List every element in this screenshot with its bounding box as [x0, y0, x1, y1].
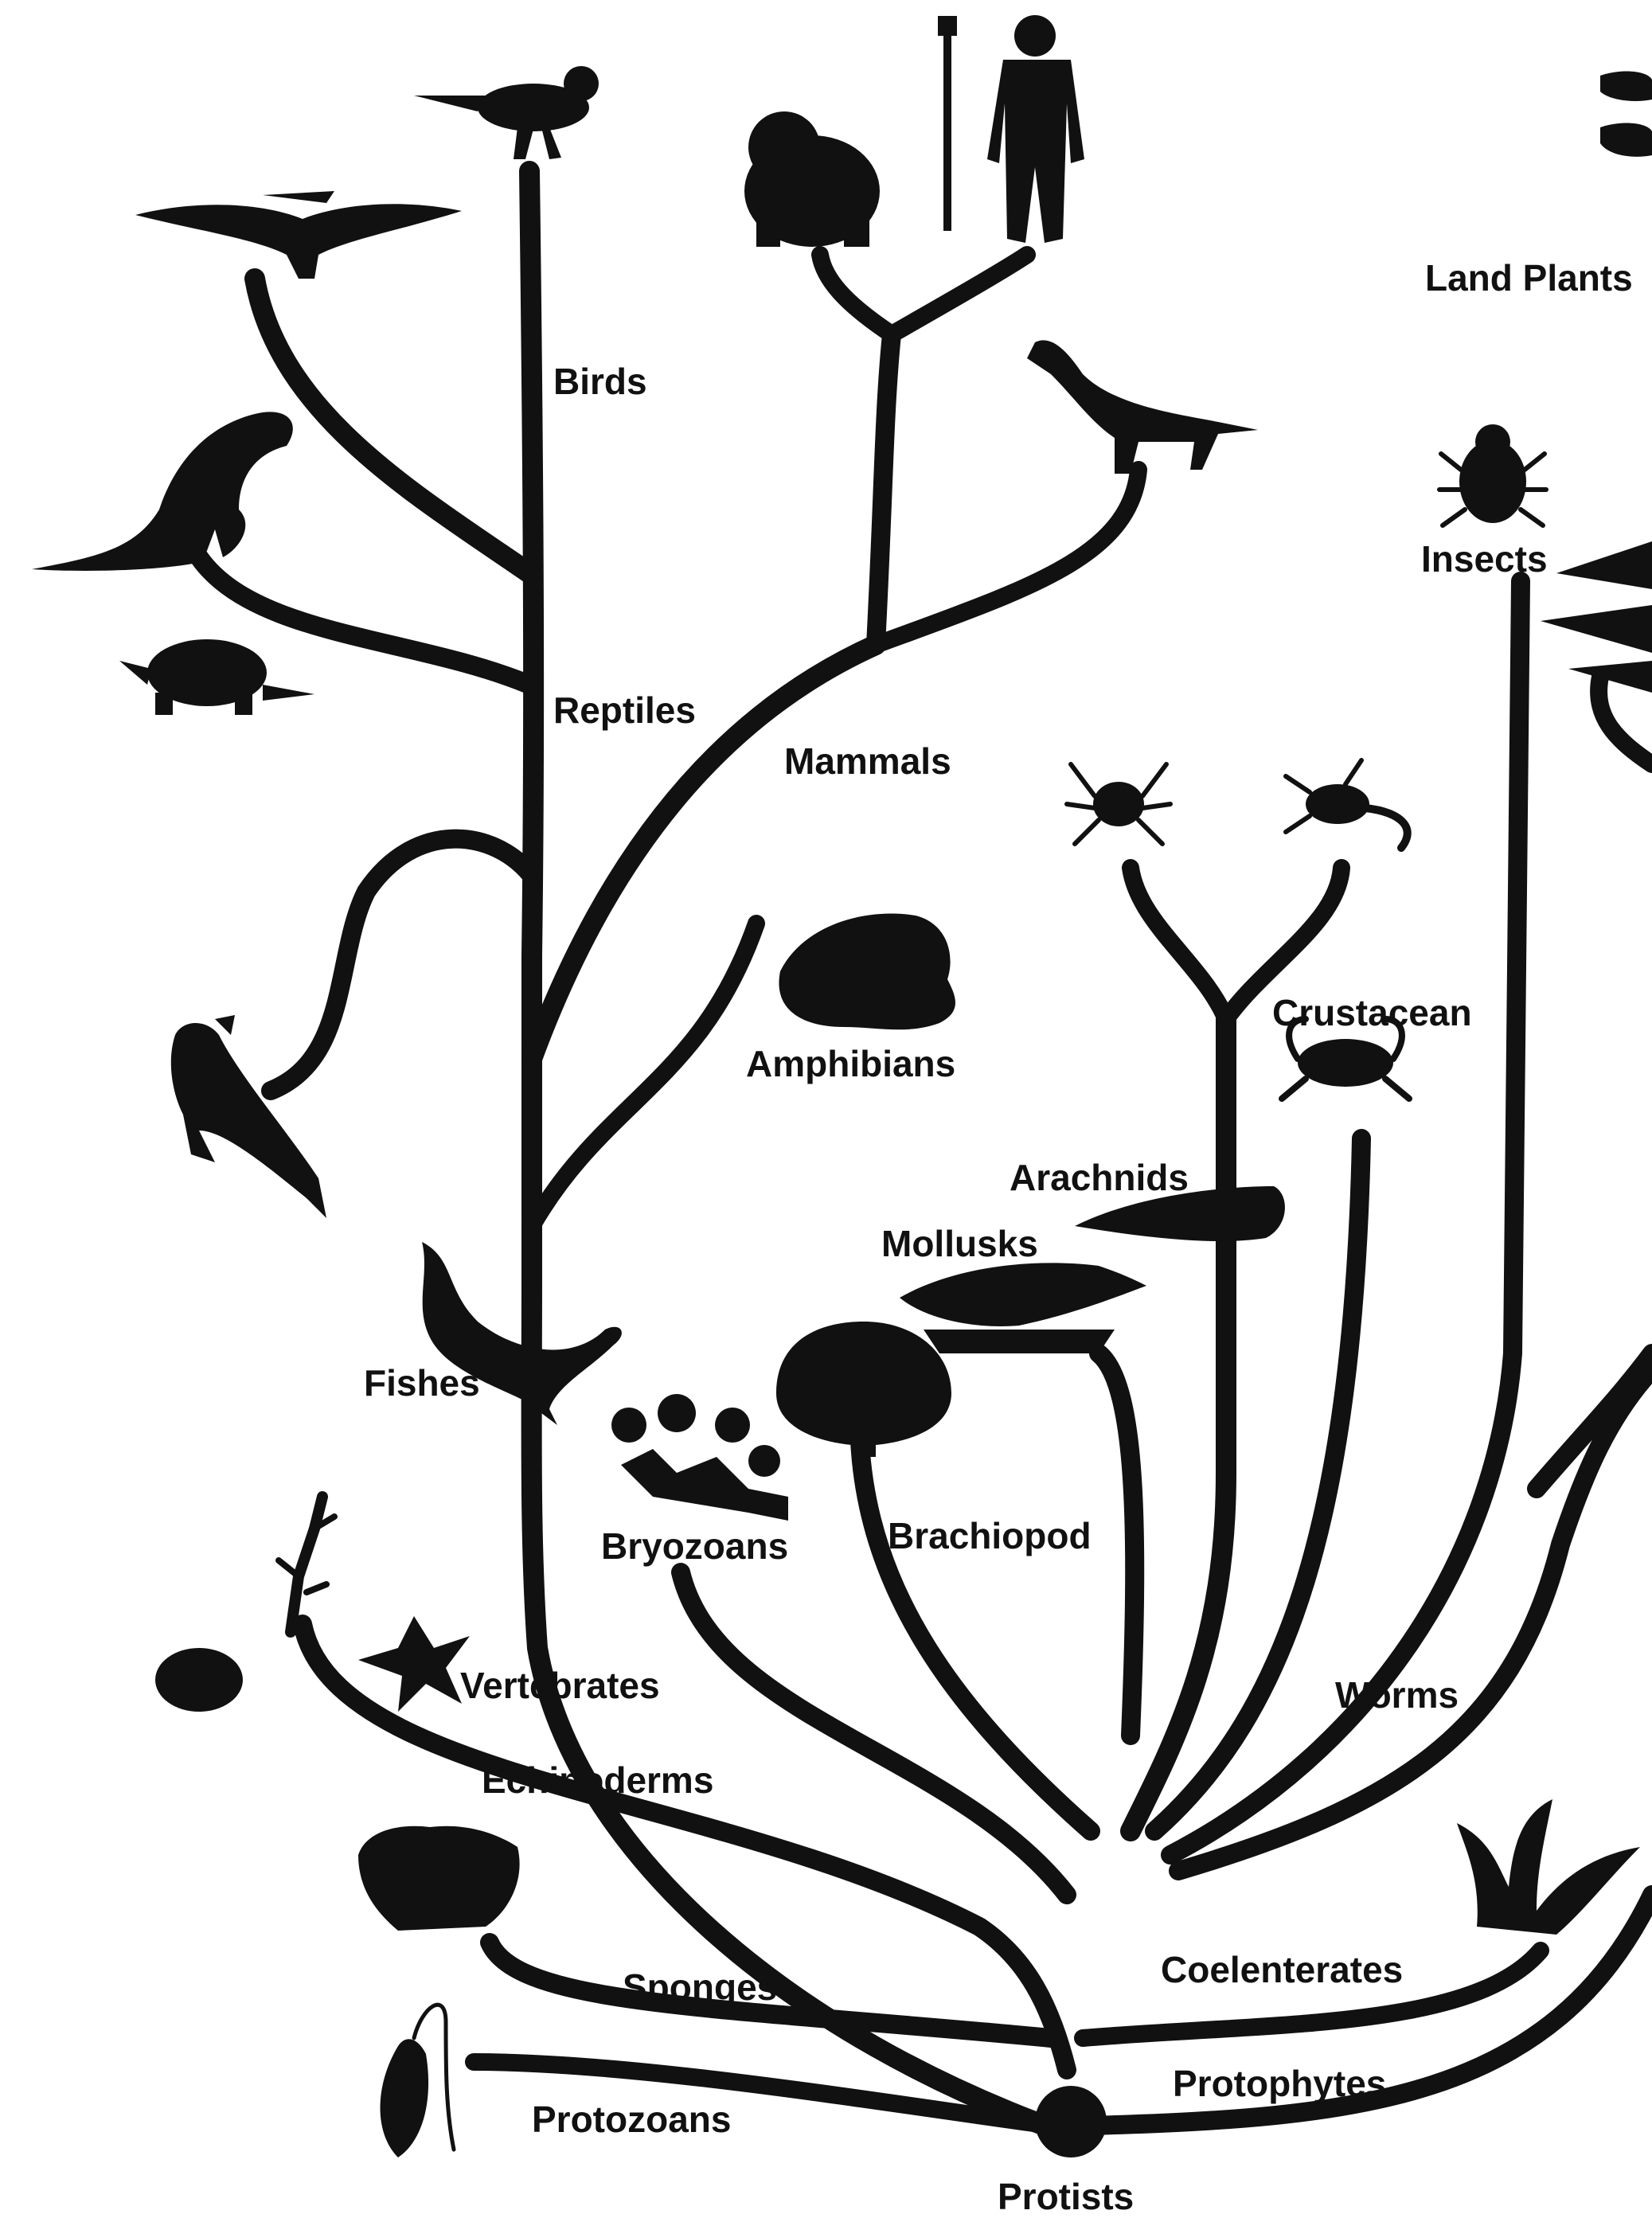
label-bryozoans: Bryozoans [601, 1525, 788, 1567]
label-land-plants: Land Plants [1425, 257, 1633, 299]
dinosaur-icon [32, 412, 293, 571]
label-coelenterates: Coelenterates [1161, 1949, 1403, 1990]
mollusks-branch [1099, 1353, 1135, 1736]
label-insects: Insects [1421, 538, 1548, 580]
sponge-icon [358, 1826, 520, 1931]
label-reptiles: Reptiles [553, 689, 696, 731]
land-plant-icon [1600, 72, 1652, 157]
label-arachnids: Arachnids [1010, 1157, 1189, 1198]
seaweed-icon [1457, 1799, 1640, 1935]
arachnids-trunk [1131, 1019, 1226, 1831]
label-protists: Protists [998, 2176, 1134, 2217]
label-echinoderms: Echinoderms [482, 1759, 713, 1801]
label-fishes: Fishes [364, 1362, 480, 1404]
turtle-icon [119, 639, 314, 715]
label-protozoans: Protozoans [532, 2099, 731, 2140]
bryozoans-branch [681, 1572, 1067, 1895]
mammals-upper [876, 334, 892, 645]
root-node-icon [1035, 2086, 1107, 2157]
label-protophytes: Protophytes [1173, 2063, 1386, 2104]
labels: Land Plants Birds Insects Reptiles Mamma… [364, 257, 1633, 2217]
label-amphibians: Amphibians [746, 1043, 955, 1084]
label-birds: Birds [553, 361, 647, 402]
protozoan-icon [381, 2005, 455, 2157]
bird-icon [414, 66, 599, 159]
zebra-icon [1027, 340, 1258, 474]
label-worms: Worms [1335, 1674, 1459, 1716]
pterosaur-icon [135, 191, 462, 279]
label-sponges: Sponges [623, 1966, 777, 2008]
human-branch [892, 255, 1027, 334]
label-mollusks: Mollusks [881, 1223, 1038, 1264]
spider-icon [1067, 764, 1170, 844]
label-vertebrates: Vertebrates [460, 1665, 660, 1706]
snail-shell-icon [900, 1263, 1146, 1353]
beetle-icon [1439, 424, 1546, 525]
label-brachiopod: Brachiopod [888, 1515, 1092, 1556]
zebra-branch [876, 470, 1138, 645]
fern-icon [1541, 541, 1652, 693]
crinoid-icon [279, 1497, 334, 1632]
bryozoan-icon [611, 1394, 788, 1521]
frog-icon [779, 914, 955, 1030]
gorilla-icon [744, 111, 880, 247]
scorpion-icon [1286, 760, 1408, 848]
human-icon [938, 15, 1084, 243]
vertebrate-trunk [529, 171, 1067, 2134]
algae-blob-icon [155, 1648, 243, 1712]
label-mammals: Mammals [784, 740, 951, 782]
gorilla-branch [820, 255, 892, 334]
ichthyosaur-icon [171, 1015, 326, 1218]
spider-branch [1131, 868, 1226, 1019]
label-crustacean: Crustacean [1272, 992, 1472, 1033]
starfish-icon [358, 1616, 470, 1712]
scallop-icon [776, 1322, 951, 1457]
pterosaur-branch [255, 279, 529, 573]
ichthyosaur-branch [271, 839, 532, 1091]
